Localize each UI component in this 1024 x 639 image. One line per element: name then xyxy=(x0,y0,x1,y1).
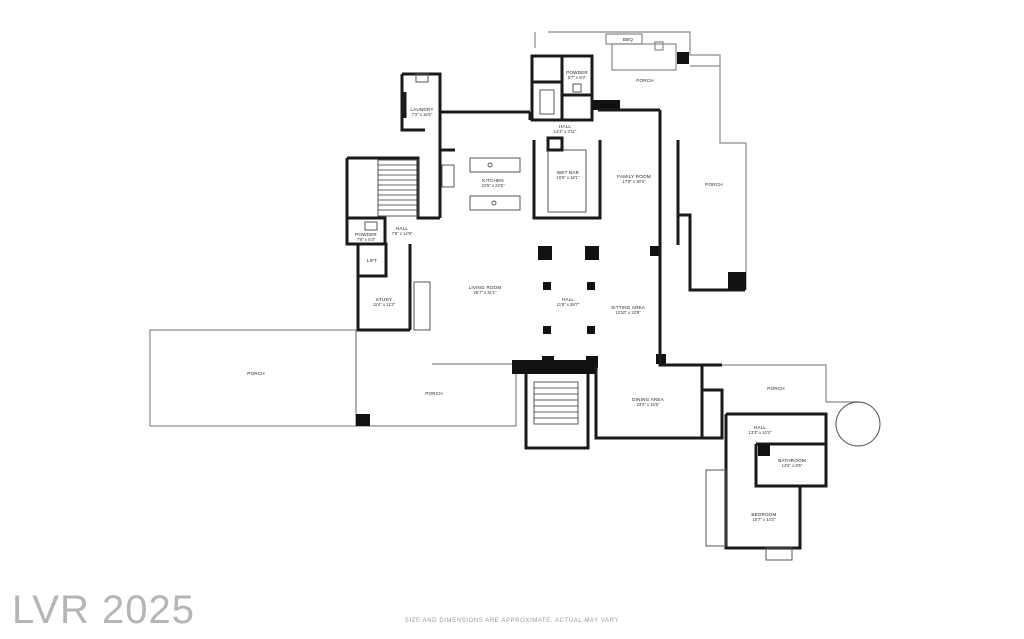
east-wing-walls xyxy=(705,412,828,561)
room-hall-left-dim: 7'8" x 14'9" xyxy=(392,231,413,236)
bbq-label: BBQ xyxy=(623,37,634,42)
wet-bar-fixtures xyxy=(532,136,602,220)
room-bathroom-dim: 14'5" x 8'5" xyxy=(782,463,803,468)
main-walls xyxy=(345,108,745,332)
room-dining-area-dim: 23'0" x 15'5" xyxy=(637,402,660,407)
room-living-room-name: LIVING ROOM xyxy=(469,285,502,290)
room-wet-bar-name: WET BAR xyxy=(557,170,580,175)
porch-right-column xyxy=(728,272,746,290)
left-small-rooms xyxy=(345,216,388,278)
watermark: LVR 2025 xyxy=(12,588,195,632)
hall-columns xyxy=(538,246,666,368)
porch-right-outline xyxy=(690,65,747,290)
room-hall-top-name: HALL xyxy=(559,124,572,129)
room-family-room-name: FAMILY ROOM xyxy=(617,174,651,179)
room-kitchen-dim: 22'5" x 23'5" xyxy=(482,183,505,188)
room-porch-left-name: PORCH xyxy=(247,371,265,376)
room-hall-east-name: HALL xyxy=(754,425,767,430)
room-bathroom-name: BATHROOM xyxy=(778,458,806,463)
left-stair xyxy=(377,159,419,217)
room-hall-center-dim: 11'8" x 38'7" xyxy=(557,302,580,307)
room-lift-name: LIFT xyxy=(367,258,377,263)
porch-front-column xyxy=(356,414,370,426)
porch-east-outline xyxy=(722,364,860,403)
room-sitting-area-dim: 13'10" x 22'8" xyxy=(615,310,641,315)
room-powder-top-dim: 5'7" x 6'3" xyxy=(568,75,587,80)
room-family-room-dim: 17'9" x 30'3" xyxy=(623,179,646,184)
study-fireplace xyxy=(413,281,431,331)
room-dining-area-name: DINING AREA xyxy=(632,397,665,402)
room-study-dim: 11'4" x 11'2" xyxy=(373,302,396,307)
room-hall-center-name: HALL xyxy=(562,297,575,302)
room-sitting-area-name: SITTING AREA xyxy=(611,305,646,310)
porch-front-outline xyxy=(355,330,517,427)
room-wet-bar-dim: 10'6" x 16'1" xyxy=(557,175,580,180)
room-bedroom-name: BEDROOM xyxy=(751,512,776,517)
room-hall-left-name: HALL xyxy=(396,226,409,231)
powder-top-rooms xyxy=(530,54,620,122)
room-study-name: STUDY xyxy=(376,297,393,302)
room-powder-top-name: POWDER xyxy=(566,70,588,75)
porch-left-outline xyxy=(149,329,357,427)
room-bedroom-dim: 15'7" x 14'2" xyxy=(753,517,776,522)
spiral-stair xyxy=(835,401,881,447)
disclaimer: SIZE AND DIMENSIONS ARE APPROXIMATE. ACT… xyxy=(404,618,620,624)
room-porch-top-name: PORCH xyxy=(636,78,654,83)
room-laundry-name: LAUNDRY xyxy=(410,107,433,112)
room-powder-left-name: POWDER xyxy=(355,232,377,237)
entry-stair xyxy=(512,360,596,450)
room-porch-front-name: PORCH xyxy=(425,391,443,396)
room-powder-left-dim: 7'8" x 5'3" xyxy=(357,237,376,242)
dining-area-walls xyxy=(594,365,724,440)
room-hall-top-dim: 13'3" x 3'11" xyxy=(554,129,577,134)
room-porch-east-name: PORCH xyxy=(767,386,785,391)
room-laundry-dim: 7'3" x 16'5" xyxy=(412,112,433,117)
room-hall-east-dim: 13'3" x 10'3" xyxy=(749,430,772,435)
room-porch-right-name: PORCH xyxy=(705,182,723,187)
room-living-room-dim: 25'7" x 31'1" xyxy=(474,290,497,295)
top-porch xyxy=(534,31,721,71)
kitchen-fixtures xyxy=(441,157,521,211)
room-kitchen-name: KITCHEN xyxy=(482,178,504,183)
